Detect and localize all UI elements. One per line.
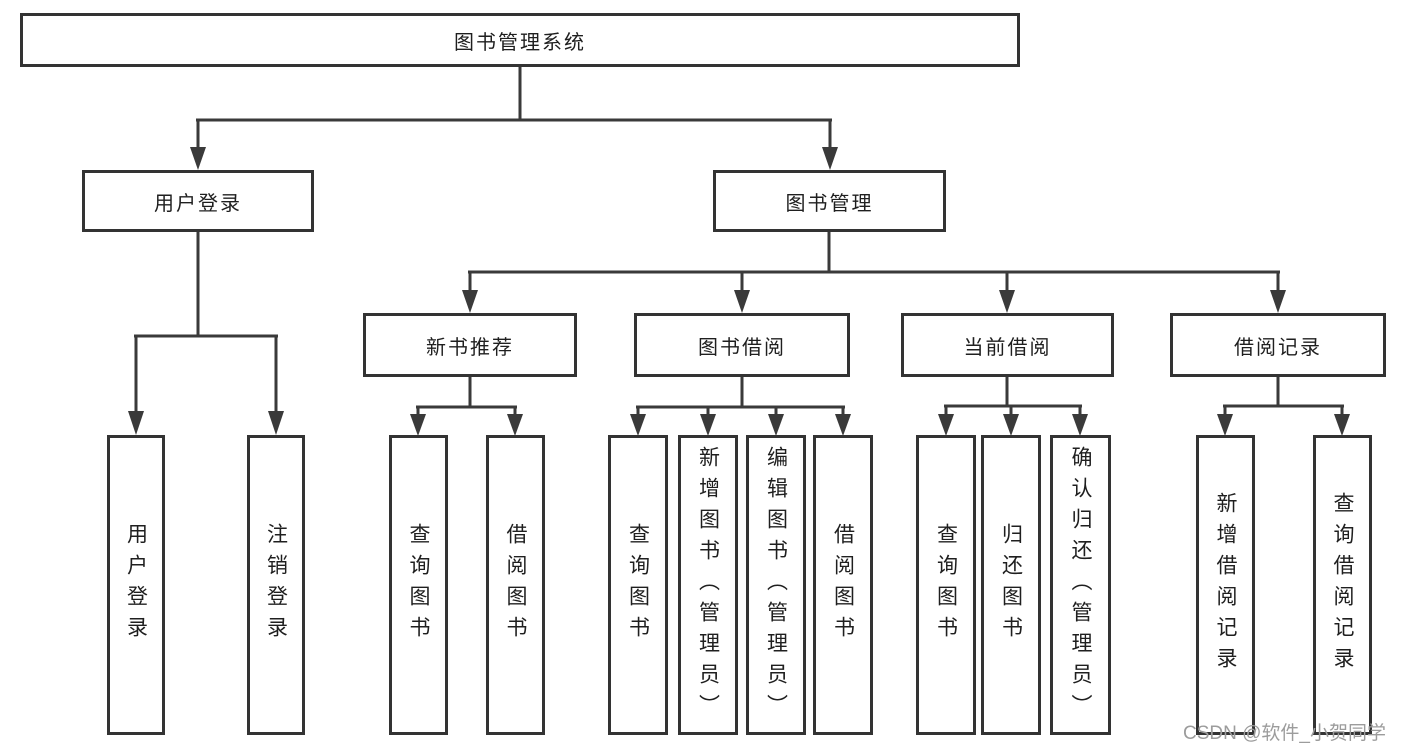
leaf-return-books-label: 归还图书 [999, 523, 1023, 647]
leaf-query-borrow-record-label: 查询借阅记录 [1331, 492, 1354, 678]
node-root-label: 图书管理系统 [454, 31, 586, 54]
node-book-borrow: 图书借阅 [634, 313, 850, 377]
leaf-confirm-return-admin: 确认归还（管理员） [1050, 435, 1111, 735]
node-user-login: 用户登录 [82, 170, 314, 232]
leaf-query-books-3-label: 查询图书 [934, 523, 958, 647]
leaf-add-borrow-record: 新增借阅记录 [1196, 435, 1255, 735]
node-current-borrow: 当前借阅 [901, 313, 1114, 377]
leaf-borrow-books-1: 借阅图书 [486, 435, 545, 735]
watermark: CSDN @软件_小贺同学 [1183, 723, 1386, 744]
leaf-add-book-admin-label: 新增图书（管理员） [696, 445, 720, 725]
node-new-book-recommend: 新书推荐 [363, 313, 577, 377]
leaf-borrow-books-1-label: 借阅图书 [504, 523, 527, 647]
leaf-edit-book-admin: 编辑图书（管理员） [746, 435, 806, 735]
node-borrow-records-label: 借阅记录 [1234, 336, 1322, 359]
node-book-management-label: 图书管理 [785, 192, 874, 215]
leaf-edit-book-admin-label: 编辑图书（管理员） [764, 445, 788, 725]
leaf-confirm-return-admin-label: 确认归还（管理员） [1069, 445, 1092, 725]
leaf-borrow-books-2: 借阅图书 [813, 435, 873, 735]
leaf-return-books: 归还图书 [981, 435, 1041, 735]
leaf-query-books-1: 查询图书 [389, 435, 448, 735]
leaf-query-books-2: 查询图书 [608, 435, 668, 735]
node-book-management: 图书管理 [713, 170, 946, 232]
leaf-logout-label: 注销登录 [264, 523, 288, 647]
leaf-query-books-3: 查询图书 [916, 435, 976, 735]
leaf-user-login-label: 用户登录 [124, 523, 148, 647]
node-current-borrow-label: 当前借阅 [963, 336, 1052, 359]
leaf-add-book-admin: 新增图书（管理员） [678, 435, 738, 735]
leaf-query-books-2-label: 查询图书 [626, 523, 650, 647]
node-user-login-label: 用户登录 [154, 192, 242, 215]
node-borrow-records: 借阅记录 [1170, 313, 1386, 377]
leaf-borrow-books-2-label: 借阅图书 [831, 523, 855, 647]
node-book-borrow-label: 图书借阅 [698, 336, 786, 359]
node-new-book-recommend-label: 新书推荐 [426, 336, 514, 359]
leaf-logout: 注销登录 [247, 435, 305, 735]
leaf-add-borrow-record-label: 新增借阅记录 [1214, 492, 1237, 678]
leaf-query-books-1-label: 查询图书 [407, 523, 430, 647]
leaf-user-login: 用户登录 [107, 435, 165, 735]
leaf-query-borrow-record: 查询借阅记录 [1313, 435, 1372, 735]
node-root: 图书管理系统 [20, 13, 1020, 67]
